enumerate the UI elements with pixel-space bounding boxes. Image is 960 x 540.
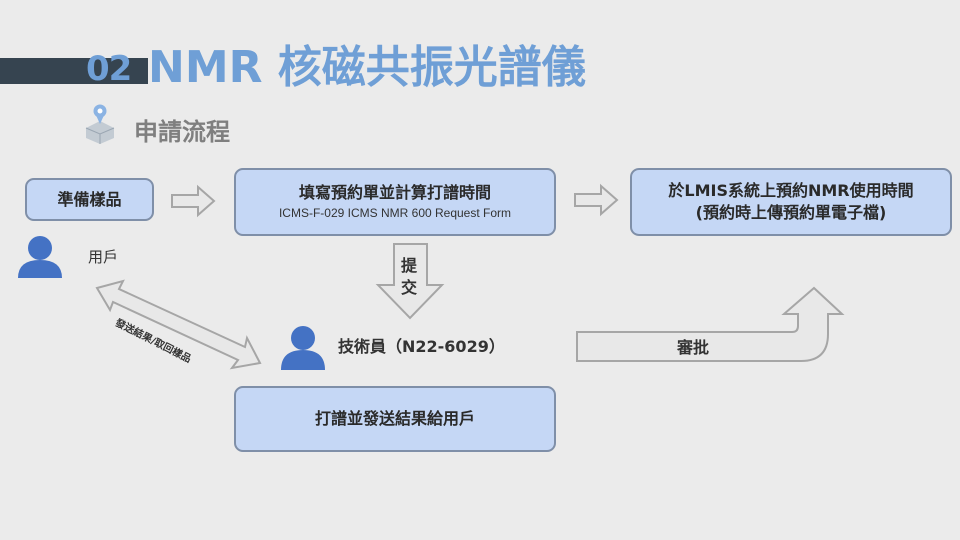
approve-arrow (576, 286, 845, 362)
step-book-lmis: 於LMIS系統上預約NMR使用時間 (預約時上傳預約單電子檔) (630, 168, 952, 236)
section-subtitle: 申請流程 (134, 118, 230, 146)
arrow-prepare-to-fill (171, 184, 216, 218)
arrow-fill-to-book (574, 183, 619, 217)
step-fill-form: 填寫預約單並計算打譜時間 ICMS-F-029 ICMS NMR 600 Req… (234, 168, 556, 236)
step-run-and-send: 打譜並發送結果給用戶 (234, 386, 556, 452)
step-prepare-sample: 準備樣品 (25, 178, 154, 221)
step-fill-form-code: ICMS-F-029 ICMS NMR 600 Request Form (278, 206, 512, 220)
user-person-icon (18, 236, 62, 278)
submit-label-2: 交 (401, 278, 418, 297)
submit-arrow (375, 243, 445, 320)
submit-label-1: 提 (401, 256, 418, 275)
step-prepare-label: 準備樣品 (57, 189, 122, 209)
page-title: NMR 核磁共振光譜儀 (148, 42, 586, 93)
step-run-label: 打譜並發送結果給用戶 (314, 409, 475, 428)
technician-person-icon (281, 326, 325, 370)
step-book-line1: 於LMIS系統上預約NMR使用時間 (668, 181, 914, 200)
approve-label: 審批 (677, 338, 710, 357)
section-number: 02 (86, 49, 132, 89)
technician-label: 技術員（N22-6029） (338, 337, 505, 356)
send-return-arrow (95, 279, 262, 370)
header-accent-bar (0, 58, 148, 84)
step-book-line2: (預約時上傳預約單電子檔) (695, 203, 887, 222)
step-fill-title: 填寫預約單並計算打譜時間 (298, 183, 491, 202)
process-icon (85, 104, 115, 144)
user-label: 用戶 (88, 248, 119, 266)
